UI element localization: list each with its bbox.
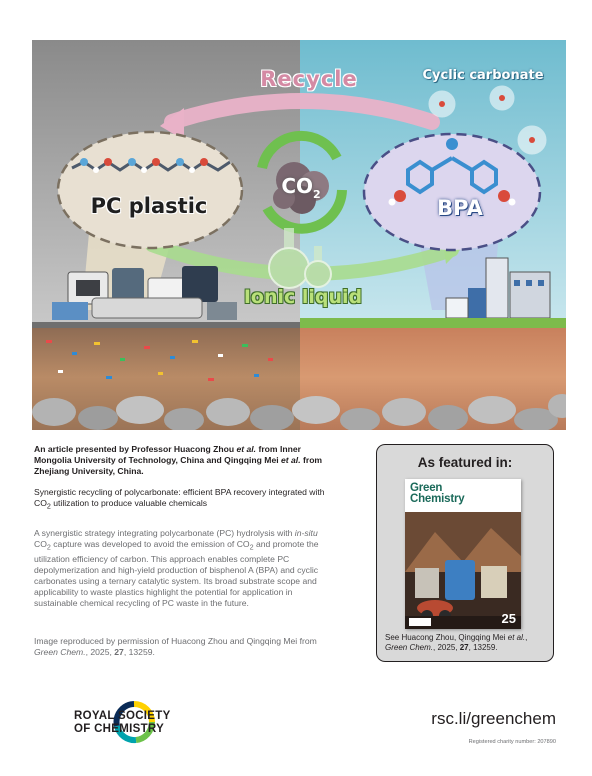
bpa-label: BPA: [437, 196, 483, 220]
caption-volume: 27: [459, 643, 469, 652]
journal-cover-thumbnail[interactable]: Green Chemistry 25: [405, 479, 521, 629]
recycle-label: Recycle: [260, 67, 358, 91]
rsc-logo-icon: [113, 701, 156, 744]
grass-strip: [300, 318, 566, 328]
ionic-liquid-flasks: [268, 228, 332, 289]
cover-anniversary-badge: 25: [501, 611, 516, 626]
image-credit: Image reproduced by permission of Huacon…: [34, 636, 334, 658]
featured-caption: See Huacong Zhou, Qingqing Mei et al., G…: [385, 633, 549, 653]
abstract-text-d: and promote the utilization efficiency o…: [34, 539, 319, 608]
recycle-arrowhead: [160, 108, 184, 140]
credit-text-b: , 2025,: [85, 647, 115, 657]
rsc-wordmark: ROYAL SOCIETY OF CHEMISTRY: [74, 710, 171, 736]
caption-journal: Green Chem.: [385, 643, 434, 652]
credit-volume: 27: [114, 647, 124, 657]
pc-ellipse: [56, 130, 244, 250]
caption-text-a: See Huacong Zhou, Qingqing Mei: [385, 633, 508, 642]
intro-text-c: from Zhejiang University, China.: [34, 455, 323, 476]
cyclic-carbonate-bubbles: [428, 85, 547, 155]
intro-text-a: An article presented by Professor Huacon…: [34, 444, 237, 454]
credit-text-c: , 13259.: [123, 647, 155, 657]
cover-artwork: Recycle Cyclic carbonate PC plastic BPA …: [32, 40, 566, 430]
pc-plastic-label: PC plastic: [90, 194, 208, 218]
title-text-a: Synergistic recycling of polycarbonate: …: [34, 487, 325, 508]
caption-text-b: , 2025,: [433, 643, 460, 652]
co2-cycle: [257, 130, 347, 234]
charity-number: Registered charity number: 207890: [468, 739, 556, 745]
rsc-wordmark-line-1: ROYAL SOCIETY: [74, 710, 171, 722]
rsc-wordmark-line-2: OF CHEMISTRY: [74, 723, 165, 735]
article-presenter-intro: An article presented by Professor Huacon…: [34, 444, 334, 477]
chemical-factory: [445, 257, 551, 319]
featured-in-panel: As featured in: Green Chemistry 25 See H…: [376, 444, 554, 662]
microplastic-fragments: [46, 340, 273, 381]
intro-et-al-2: et al.: [281, 455, 301, 465]
abstract-subscript-1: 2: [46, 543, 51, 552]
recycle-arrow: [164, 93, 440, 130]
artwork-illustration: [32, 40, 566, 430]
article-abstract: A synergistic strategy integrating polyc…: [34, 528, 334, 609]
journal-url-link[interactable]: rsc.li/greenchem: [431, 709, 556, 728]
bpa-ellipse: [362, 132, 542, 252]
ground-line: [32, 322, 300, 328]
ionic-liquid-label: Ionic liquid: [243, 286, 363, 308]
credit-text-a: Image reproduced by permission of Huacon…: [34, 636, 317, 646]
cyclic-carbonate-label: Cyclic carbonate: [422, 68, 544, 83]
cover-illustration: [405, 512, 521, 629]
co2-main: CO: [281, 174, 314, 198]
abstract-text-b: CO: [34, 539, 47, 549]
caption-text-c: , 13259.: [468, 643, 498, 652]
abstract-subscript-2: 2: [249, 543, 254, 552]
intro-text-b: from Inner Mongolia University of Techno…: [34, 444, 301, 465]
featured-heading: As featured in:: [417, 455, 513, 470]
pc-polymer-chain: [71, 158, 231, 173]
plastic-waste-pile: [52, 266, 237, 320]
cover-title-line-2: Chemistry: [410, 493, 465, 505]
title-subscript: 2: [46, 502, 51, 511]
abstract-text-a: A synergistic strategy integrating polyc…: [34, 528, 295, 538]
intro-et-al-1: et al.: [236, 444, 257, 454]
cover-journal-title: Green Chemistry: [410, 482, 465, 505]
bedrock-stones: [32, 394, 566, 430]
title-text-b: utilization to produce valuable chemical…: [50, 498, 208, 508]
bpa-molecule: [388, 138, 516, 206]
abstract-in-situ: in-situ: [294, 528, 318, 538]
co2-subscript: 2: [313, 188, 321, 201]
caption-et-al: et al.: [507, 633, 526, 642]
credit-journal: Green Chem.: [34, 647, 86, 657]
caption-comma: ,: [525, 633, 528, 642]
abstract-text-c: capture was developed to avoid the emiss…: [50, 539, 250, 549]
article-title: Synergistic recycling of polycarbonate: …: [34, 487, 334, 513]
cover-title-line-1: Green: [410, 482, 443, 494]
co2-label: CO2: [276, 174, 326, 201]
